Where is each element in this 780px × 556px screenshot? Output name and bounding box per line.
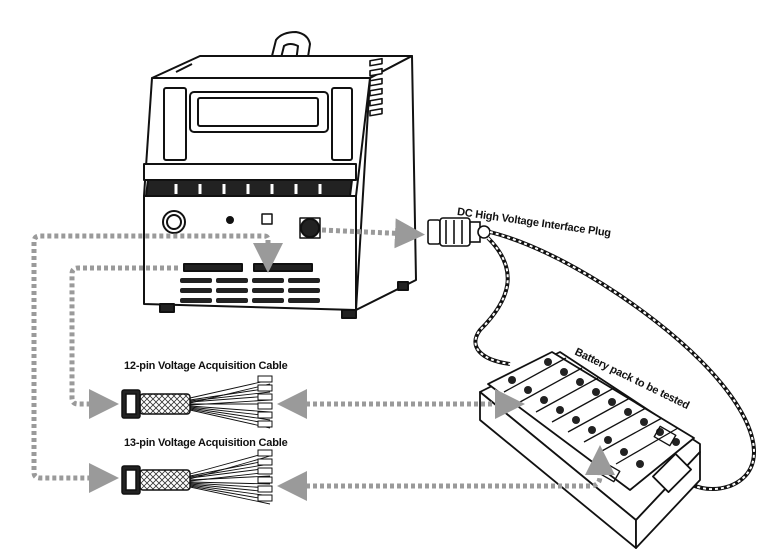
cable-connector-12pin — [121, 375, 273, 429]
cable-connector-13pin — [121, 449, 273, 505]
dc-plug-icon — [427, 217, 491, 247]
tester-device — [143, 31, 417, 319]
hv-cable — [473, 230, 756, 492]
label-13pin-cable: 13-pin Voltage Acquisition Cable — [124, 437, 288, 449]
label-12pin-cable: 12-pin Voltage Acquisition Cable — [124, 360, 288, 372]
arrow-12pin — [69, 265, 178, 419]
dotted-arrows — [31, 218, 615, 501]
battery-pack — [479, 351, 701, 549]
arrow-13pin — [31, 233, 271, 493]
arrow-plug — [321, 218, 425, 249]
